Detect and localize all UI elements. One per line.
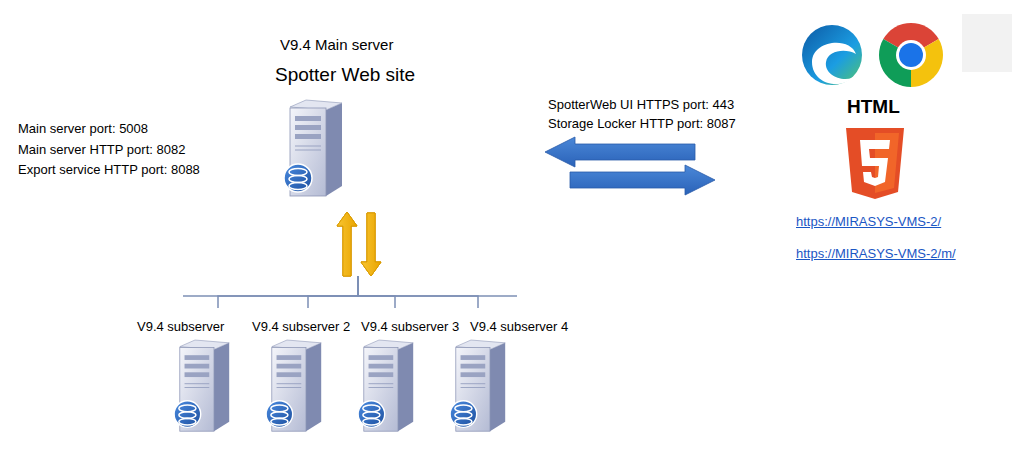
arrow-shape bbox=[361, 213, 381, 276]
chrome-browser-icon bbox=[879, 23, 943, 87]
node-label: Spotter Web site bbox=[275, 64, 415, 87]
port-label: Storage Locker HTTP port: 8087 bbox=[548, 116, 736, 132]
port-label: Export service HTTP port: 8088 bbox=[18, 162, 200, 178]
port-label: SpotterWeb UI HTTPS port: 443 bbox=[548, 97, 734, 113]
subserver-node: V9.4 subserver 4 bbox=[470, 308, 582, 436]
node-label: V9.4 subserver 4 bbox=[470, 319, 568, 335]
arrow-shape bbox=[545, 137, 695, 167]
edge-browser-icon bbox=[802, 25, 862, 85]
browser-client-node: https://MIRASYS-VMS-2/https://MIRASYS-VM… bbox=[715, 20, 1005, 270]
node-label: V9.4 subserver 2 bbox=[252, 319, 350, 335]
arrow-shape bbox=[337, 212, 357, 276]
logo-text: HTML bbox=[847, 96, 900, 119]
connector bbox=[337, 212, 395, 308]
arrow-shape bbox=[337, 212, 357, 276]
connector bbox=[308, 212, 381, 308]
connector bbox=[218, 212, 381, 308]
connector bbox=[337, 212, 478, 308]
main-server-node: V9.4 Main serverSpotter Web site bbox=[270, 28, 545, 210]
bus-drop-line bbox=[358, 276, 478, 308]
arrow-shape bbox=[337, 212, 357, 276]
server-icon bbox=[174, 340, 229, 431]
server-icon bbox=[450, 340, 505, 431]
html5-shield bbox=[846, 128, 904, 199]
server-icon bbox=[284, 100, 342, 196]
node-label: V9.4 subserver 3 bbox=[361, 319, 459, 335]
bus-drop-line bbox=[358, 276, 395, 308]
arrow-shape bbox=[337, 212, 357, 276]
connector bbox=[545, 137, 715, 195]
server-icon bbox=[358, 340, 413, 431]
subserver-node: V9.4 subserver 3 bbox=[361, 308, 473, 436]
url-link: https://MIRASYS-VMS-2/ bbox=[796, 214, 941, 230]
network-bus bbox=[183, 295, 517, 297]
arrow-shape bbox=[361, 213, 381, 276]
port-label: Main server port: 5008 bbox=[18, 121, 148, 137]
port-label: Main server HTTP port: 8082 bbox=[18, 142, 185, 158]
bus-drop-line bbox=[218, 276, 358, 308]
url-link: https://MIRASYS-VMS-2/m/ bbox=[796, 246, 956, 262]
subserver-node: V9.4 subserver bbox=[137, 308, 249, 436]
server-icon bbox=[266, 340, 321, 431]
subserver-node: V9.4 subserver 2 bbox=[252, 308, 364, 436]
arrow-shape bbox=[361, 213, 381, 276]
arrow-shape bbox=[361, 213, 381, 276]
arrow-shape bbox=[570, 165, 715, 195]
node-label: V9.4 subserver bbox=[137, 319, 224, 335]
node-label: V9.4 Main server bbox=[280, 36, 393, 54]
background-panel bbox=[962, 14, 1012, 72]
bus-drop-line bbox=[308, 276, 358, 308]
